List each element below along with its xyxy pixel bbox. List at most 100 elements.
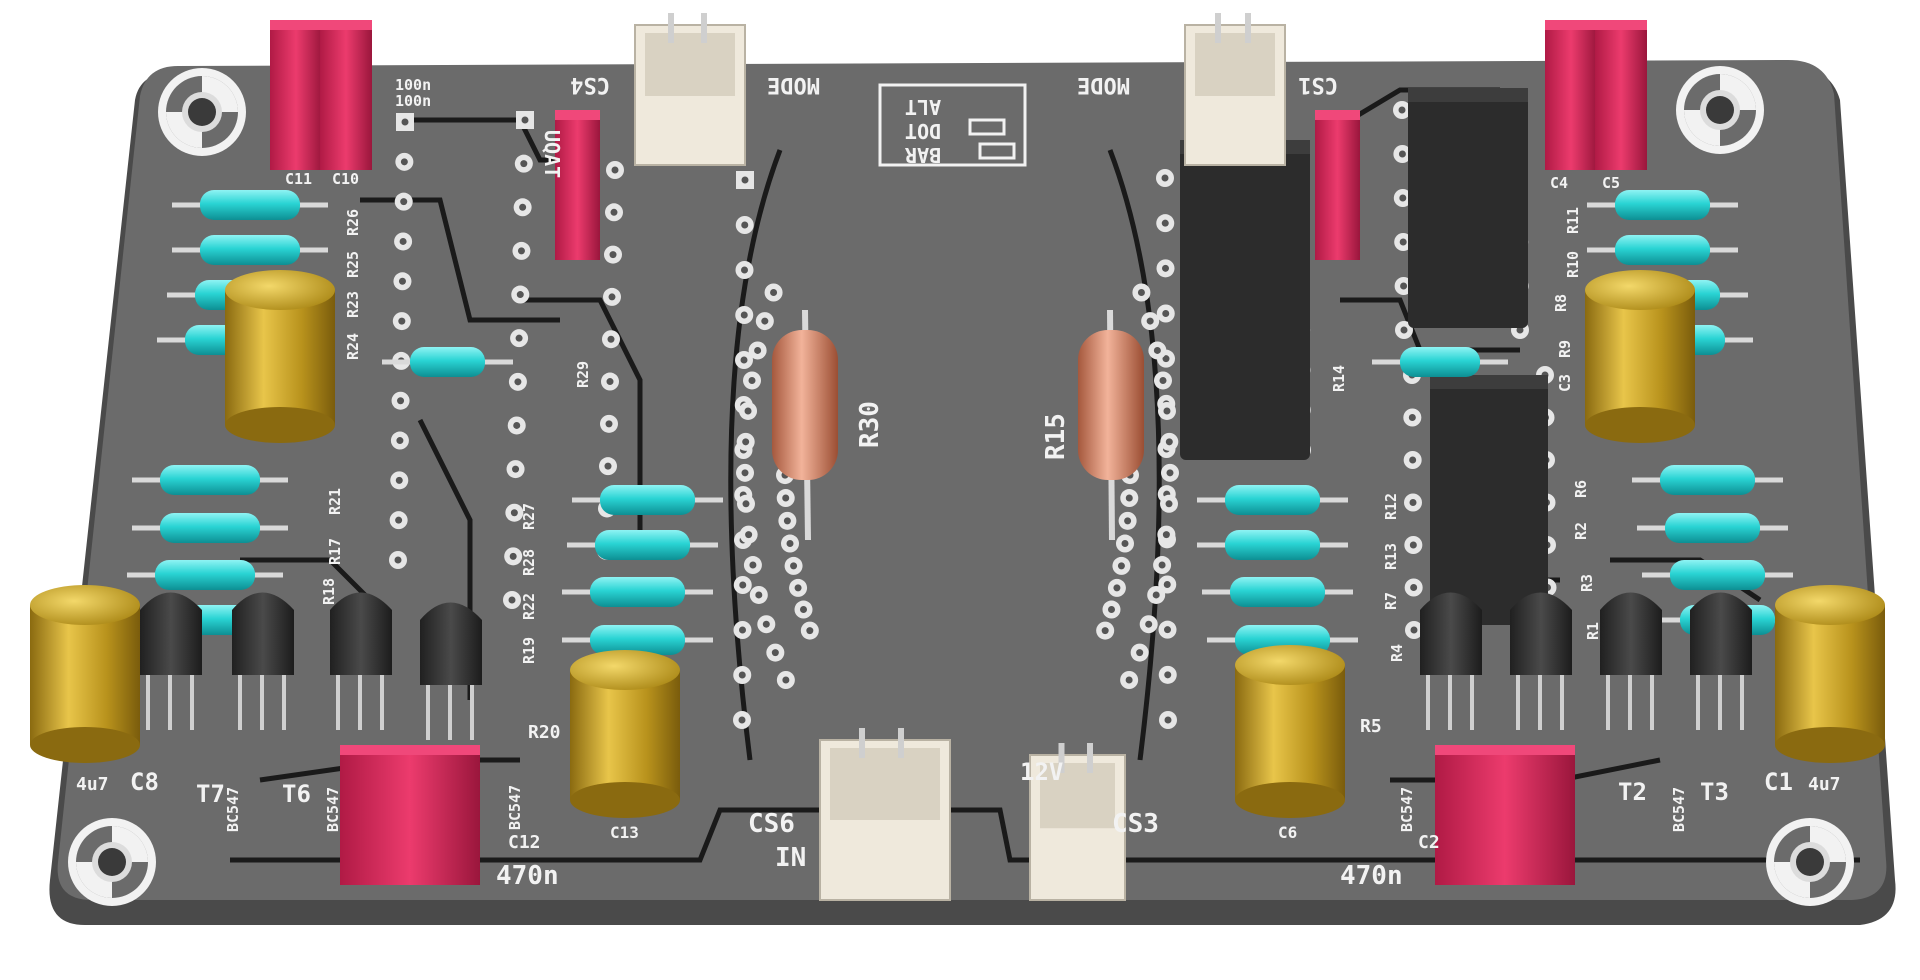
ref-t7: T7 (196, 780, 225, 808)
electrolytic-cap-c13 (570, 650, 680, 818)
ref-c8: C8 (130, 768, 159, 796)
transistor-t4 (1420, 592, 1482, 730)
c2-value: 470n (1340, 861, 1403, 891)
ref-r14: R14 (1330, 365, 1348, 392)
electrolytic-cap-c8 (30, 585, 140, 763)
transistor-t2 (1600, 592, 1662, 730)
ref-t6: T6 (282, 780, 311, 808)
ref-r1: R1 (1584, 622, 1602, 640)
film-cap-c2 (1435, 745, 1575, 885)
ref-bc547-t4: BC547 (1398, 787, 1416, 832)
c12-value: 470n (496, 861, 559, 891)
ref-c4: C4 (1550, 174, 1568, 192)
mounting-hole-icon (1766, 818, 1854, 906)
ref-t3: T3 (1700, 778, 1729, 806)
resistor-r18 (127, 560, 283, 590)
ref-r18: R18 (320, 578, 338, 605)
mounting-hole-icon (68, 818, 156, 906)
c8-value: 4u7 (76, 774, 109, 795)
ref-r7: R7 (1382, 592, 1400, 610)
film-cap-c12 (340, 745, 480, 885)
uqat-label: UQAT (540, 130, 564, 178)
connector-cs1 (1184, 13, 1286, 166)
ref-c11: C11 (285, 170, 312, 188)
film-cap-c5 (1595, 20, 1647, 170)
mounting-hole-icon (1676, 66, 1764, 154)
cs6-in-label: IN (775, 843, 806, 873)
ref-r15: R15 (1041, 413, 1071, 460)
resistor-r22 (567, 530, 718, 560)
ref-c1: C1 (1764, 768, 1793, 796)
ref-c3: C3 (1556, 374, 1574, 392)
jumper-icon (968, 118, 1016, 160)
c11-value: 100n (395, 76, 431, 94)
mode-option-dot: DOT (905, 119, 941, 143)
cs4-label: CS4 (570, 72, 610, 97)
transistor-t5 (420, 602, 482, 740)
ref-r8: R8 (1552, 294, 1570, 312)
ref-r27: R27 (520, 503, 538, 530)
ref-c2: C2 (1418, 832, 1440, 853)
film-cap-c10 (320, 20, 372, 170)
cs1-label: CS1 (1298, 72, 1338, 97)
ref-r21: R21 (326, 488, 344, 515)
ref-r28: R28 (520, 549, 538, 576)
resistor-r6 (1632, 465, 1783, 495)
ref-r29: R29 (574, 361, 592, 388)
ref-r23: R23 (344, 291, 362, 318)
ref-r25: R25 (344, 251, 362, 278)
ref-r22: R22 (520, 593, 538, 620)
ref-r9: R9 (1556, 340, 1574, 358)
resistor-r17 (132, 513, 288, 543)
mode-option-bar: BAR (904, 143, 941, 167)
ref-r17: R17 (326, 538, 344, 565)
resistor-r21 (132, 465, 288, 495)
ref-r6: R6 (1572, 480, 1590, 498)
mounting-hole-icon (158, 68, 246, 156)
resistor-r14 (1372, 347, 1508, 377)
resistor-r10 (1587, 235, 1738, 265)
electrolytic-cap-c3 (1585, 270, 1695, 443)
film-cap-c4 (1545, 20, 1597, 170)
ref-r20: R20 (528, 722, 561, 743)
ref-r10: R10 (1564, 251, 1582, 278)
ref-c5: C5 (1602, 174, 1620, 192)
ref-bc547-t6: BC547 (324, 787, 342, 832)
ref-bc547-t8: BC547 (506, 785, 524, 830)
ref-c10: C10 (332, 170, 359, 188)
transistor-t7 (140, 592, 202, 730)
electrolytic-cap-c1 (1775, 585, 1885, 763)
mode-label-left: MODE (767, 72, 820, 97)
c10-value: 100n (395, 92, 431, 110)
transistor-t6 (232, 592, 294, 730)
12v-label: 12V (1020, 758, 1063, 786)
cs6-label: CS6 (748, 809, 795, 839)
power-resistor-r15 (1078, 309, 1144, 541)
transistor-t8 (330, 592, 392, 730)
ref-t2: T2 (1618, 778, 1647, 806)
resistor-r19 (562, 577, 713, 607)
electrolytic-cap-c14 (225, 270, 335, 443)
cs3-label: CS3 (1112, 809, 1159, 839)
silkscreen-labels: MODE MODE CS4 CS1 UQAT CS6 IN CS3 12V 10… (76, 72, 1841, 891)
resistor-r28 (382, 347, 513, 377)
ref-r24: R24 (344, 333, 362, 360)
ref-r4: R4 (1388, 644, 1406, 662)
resistor-r25 (172, 235, 328, 265)
transistor-t1 (1510, 592, 1572, 730)
resistor-r20 (562, 625, 713, 655)
connector-cs3 (1029, 743, 1126, 901)
ref-c6: C6 (1278, 823, 1297, 842)
resistor-r26 (172, 190, 328, 220)
mode-label-right: MODE (1077, 72, 1130, 97)
resistor-r13 (1197, 530, 1348, 560)
resistor-r12 (1197, 485, 1348, 515)
ref-r13: R13 (1382, 543, 1400, 570)
power-resistor-r30 (772, 309, 838, 541)
film-cap-c9 (555, 110, 600, 260)
ref-r5: R5 (1360, 716, 1382, 737)
mode-jumper-block: ALT DOT BAR (878, 83, 1027, 167)
connector-cs6 (819, 728, 951, 901)
transistor-t3 (1690, 592, 1752, 730)
